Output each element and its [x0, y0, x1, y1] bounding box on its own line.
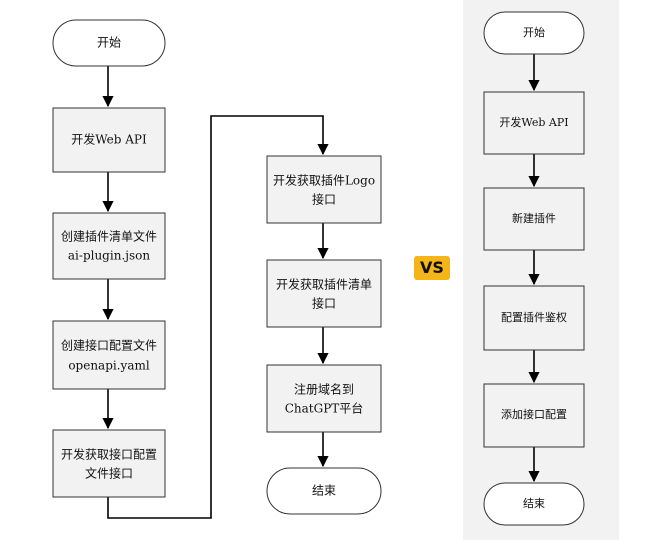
left-step6-label-line2: 接口: [312, 296, 336, 311]
left-end-label: 结束: [312, 484, 336, 498]
left-start-node: [52, 19, 166, 67]
right-step2-node: [483, 187, 585, 251]
left-step7-label-line1: 注册域名到: [294, 382, 354, 397]
left-step3-node: [52, 320, 166, 390]
left-step4-label-line1: 开发获取接口配置: [61, 447, 157, 462]
left-step2-label-line2: ai-plugin.json: [68, 249, 150, 263]
left-end-node: [266, 467, 382, 515]
left-step1-label: 开发Web API: [71, 132, 147, 147]
vs-badge: VS: [414, 256, 450, 280]
left-step5-label-line1: 开发获取插件Logo: [273, 173, 375, 188]
left-step6-label-line1: 开发获取插件清单: [276, 277, 372, 292]
right-flow-background: [463, 0, 619, 540]
right-step4-node: [483, 383, 585, 448]
right-step3-label: 配置插件鉴权: [501, 310, 567, 324]
right-start-node: [483, 11, 585, 55]
left-step1-node: [52, 107, 166, 173]
left-step7-node: [266, 364, 382, 433]
right-end-node: [483, 482, 585, 526]
left-step5-node: [266, 155, 382, 224]
left-step7-label-line2: ChatGPT平台: [285, 401, 364, 416]
right-step3-node: [483, 285, 585, 351]
right-step1-node: [483, 91, 585, 155]
right-step4-label: 添加接口配置: [501, 407, 567, 421]
edge-step4-to-step5: [107, 115, 329, 519]
left-start-label: 开始: [97, 36, 121, 50]
right-start-label: 开始: [523, 25, 545, 39]
left-step3-label-line1: 创建接口配置文件: [61, 338, 157, 353]
right-step1-label: 开发Web API: [499, 115, 568, 129]
right-end-label: 结束: [523, 497, 545, 510]
left-step5-label-line2: 接口: [312, 192, 336, 207]
left-step3-label-line2: openapi.yaml: [68, 359, 150, 373]
left-step4-label-line2: 文件接口: [85, 466, 133, 481]
left-step2-node: [52, 212, 166, 280]
left-step2-label-line1: 创建插件清单文件: [61, 229, 157, 244]
right-step2-label: 新建插件: [512, 211, 556, 225]
left-step6-node: [266, 259, 382, 328]
left-step4-node: [52, 429, 166, 498]
